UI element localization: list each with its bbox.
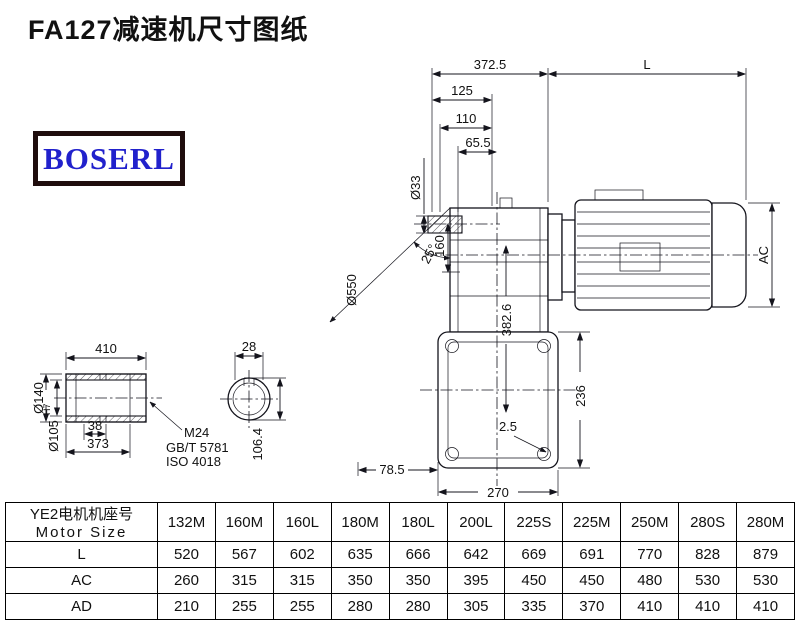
table-cell: 666 [388, 541, 448, 568]
column-header-250M: 250M [620, 502, 680, 542]
motor-adapter-flange [561, 219, 576, 293]
table-cell: 410 [620, 593, 680, 620]
dim-236-label: 236 [573, 385, 588, 407]
motor-adapter-flange [547, 213, 563, 301]
table-row-AC: AC 260 315 315 350 350 395 450 450 480 5… [5, 567, 795, 594]
motor [547, 189, 747, 311]
side-view-dimensions: 410 Ø140 Ø105 H7 38 373 M24 GB/T 5781 IS… [31, 339, 286, 469]
table-cell: 770 [620, 541, 680, 568]
bolt-hole [445, 447, 459, 461]
table-cell: 350 [330, 567, 390, 594]
table-cell: 669 [504, 541, 564, 568]
column-header-225S: 225S [504, 502, 564, 542]
dim-33-label: Ø33 [408, 175, 423, 200]
column-header-200L: 200L [446, 502, 506, 542]
table-cell: 450 [562, 567, 622, 594]
table-cell: 410 [736, 593, 795, 620]
dim-372-5-label: 372.5 [474, 57, 507, 72]
dim-105-label: Ø105 [46, 420, 61, 452]
dim-28-label: 28 [242, 339, 256, 354]
table-cell: 315 [214, 567, 274, 594]
column-header-225M: 225M [562, 502, 622, 542]
dim-382-6-label: 382.6 [499, 304, 514, 337]
column-header-180M: 180M [330, 502, 390, 542]
table-cell: 642 [446, 541, 506, 568]
dim-110-label: 110 [456, 111, 477, 126]
column-header-160L: 160L [272, 502, 332, 542]
bolt-hole [537, 339, 551, 353]
dim-410-label: 410 [95, 341, 117, 356]
table-cell: 210 [157, 593, 216, 620]
dim-38-label: 38 [88, 418, 102, 433]
motor-size-header-cn: YE2电机机座号 [29, 506, 134, 523]
dim-160-label: 160 [432, 235, 447, 257]
table-cell: 280 [330, 593, 390, 620]
table-cell: 480 [620, 567, 680, 594]
dim-AC-label: AC [756, 246, 771, 264]
table-cell: 450 [504, 567, 564, 594]
table-cell: 335 [504, 593, 564, 620]
dim-105-tolerance-label: H7 [42, 403, 52, 415]
vent-plug [499, 197, 513, 209]
boserl-logo: BOSERL [33, 131, 185, 186]
motor-size-table: YE2电机机座号 Motor Size 132M 160M 160L 180M … [5, 502, 795, 620]
table-cell: 410 [678, 593, 738, 620]
table-cell: 255 [214, 593, 274, 620]
row-label-AD: AD [5, 593, 158, 620]
table-cell: 879 [736, 541, 795, 568]
table-cell: 315 [272, 567, 332, 594]
main-view-dimensions: 372.5 L 125 110 65.5 Ø33 160 25° Ø550 38… [330, 57, 780, 500]
table-cell: 602 [272, 541, 332, 568]
column-header-160M: 160M [214, 502, 274, 542]
table-row-AD: AD 210 255 255 280 280 305 335 370 410 4… [5, 593, 795, 620]
table-header-row: YE2电机机座号 Motor Size 132M 160M 160L 180M … [5, 502, 795, 542]
motor-nameplate [619, 242, 661, 272]
dim-65-5-label: 65.5 [465, 135, 490, 150]
table-cell: 370 [562, 593, 622, 620]
table-cell: 255 [272, 593, 332, 620]
table-cell: 828 [678, 541, 738, 568]
row-label-AC: AC [5, 567, 158, 594]
table-cell: 691 [562, 541, 622, 568]
dim-M24-label: M24 [184, 425, 209, 440]
motor-size-header-cell: YE2电机机座号 Motor Size [5, 502, 158, 542]
gearbox-housing [427, 197, 559, 469]
table-cell: 260 [157, 567, 216, 594]
table-cell: 520 [157, 541, 216, 568]
table-row-L: L 520 567 602 635 666 642 669 691 770 82… [5, 541, 795, 568]
boserl-logo-text: BOSERL [43, 140, 175, 176]
dimension-drawing: 372.5 L 125 110 65.5 Ø33 160 25° Ø550 38… [31, 57, 780, 500]
dim-270-label: 270 [487, 485, 509, 500]
column-header-280M: 280M [736, 502, 795, 542]
dim-106-4-label: 106.4 [250, 428, 265, 461]
dim-125-label: 125 [451, 83, 473, 98]
table-cell: 350 [388, 567, 448, 594]
column-header-180L: 180L [388, 502, 448, 542]
gearbox-lower-body [437, 331, 559, 469]
dim-140-label: Ø140 [31, 382, 46, 414]
dim-550-label: Ø550 [344, 274, 359, 306]
table-cell: 567 [214, 541, 274, 568]
column-header-280S: 280S [678, 502, 738, 542]
dim-78-5-label: 78.5 [379, 462, 404, 477]
motor-size-header-en: Motor Size [35, 524, 128, 541]
table-cell: 530 [678, 567, 738, 594]
table-cell: 280 [388, 593, 448, 620]
dim-ISO-standard-label: ISO 4018 [166, 454, 221, 469]
dim-2-5-label: 2.5 [499, 419, 517, 434]
column-header-132M: 132M [157, 502, 216, 542]
page-title: FA127减速机尺寸图纸 [28, 15, 309, 45]
dim-L-label: L [643, 57, 650, 72]
centerlines [54, 192, 758, 486]
dim-373-label: 373 [87, 436, 109, 451]
table-cell: 530 [736, 567, 795, 594]
table-cell: 395 [446, 567, 506, 594]
row-label-L: L [5, 541, 158, 568]
dim-GB-standard-label: GB/T 5781 [166, 440, 229, 455]
table-cell: 305 [446, 593, 506, 620]
bolt-hole [445, 339, 459, 353]
table-cell: 635 [330, 541, 390, 568]
